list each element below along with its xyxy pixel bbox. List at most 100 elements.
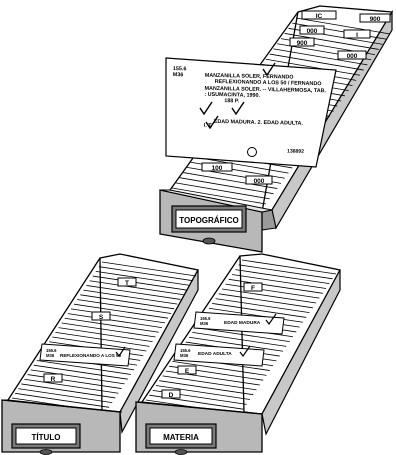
card-edge-line bbox=[175, 182, 270, 200]
card-edge-line bbox=[179, 177, 274, 195]
card-edge-line bbox=[58, 327, 153, 343]
title-card-call-1: 155.6 bbox=[46, 348, 57, 353]
tab-t-label: T bbox=[125, 280, 129, 287]
card-edge-line bbox=[67, 313, 162, 328]
card-edge-line bbox=[86, 285, 181, 300]
card-edge-line bbox=[172, 360, 267, 376]
card-edge-line bbox=[232, 274, 327, 289]
card-edge-line bbox=[195, 327, 290, 342]
tab-000-a-label: 000 bbox=[307, 28, 318, 35]
card-subjects-line: EDAD MADURA. 2. EDAD ADULTA. bbox=[214, 119, 304, 127]
tab-e: E bbox=[177, 365, 197, 375]
check-icon bbox=[205, 115, 219, 130]
tab-000-c-label: 000 bbox=[254, 178, 265, 185]
label-holder-titulo: TÍTULO bbox=[11, 423, 81, 449]
tab-i-label: I bbox=[356, 32, 358, 39]
tab-s-label: S bbox=[99, 314, 104, 321]
card-edge-line bbox=[183, 172, 278, 189]
card-edge-line bbox=[21, 383, 116, 399]
card-edge-line bbox=[55, 331, 150, 347]
check-icon bbox=[115, 346, 126, 358]
card-edge-line bbox=[18, 388, 113, 404]
card-edge-line bbox=[208, 307, 303, 323]
card-author-line: MANZANILLA SOLER. -- VILLAHERMOSA, TAB. bbox=[204, 86, 326, 95]
title-card-call-2: M36 bbox=[46, 353, 55, 358]
subject-card-2-call-1: 155.6 bbox=[180, 348, 191, 353]
card-edge-line bbox=[269, 53, 364, 71]
drawer-titulo: T S 155.6 M36 REFLEXIONANDO A LOS 50 R T… bbox=[1, 253, 199, 455]
card-edge-line bbox=[212, 303, 307, 318]
card-call-number-2: M36 bbox=[173, 72, 184, 78]
tab-s: S bbox=[91, 311, 111, 321]
tab-100-label: 100 bbox=[212, 165, 223, 172]
card-edge-line bbox=[235, 269, 330, 285]
card-edge-line bbox=[27, 374, 122, 389]
card-edge-line bbox=[52, 336, 147, 352]
card-stack bbox=[11, 261, 197, 413]
drawer-label-titulo: TÍTULO bbox=[32, 433, 61, 442]
card-edge-line bbox=[77, 299, 172, 314]
card-edge-line bbox=[215, 298, 310, 314]
card-edge-line bbox=[33, 364, 128, 380]
check-icon bbox=[265, 313, 277, 326]
title-card: 155.6 M36 REFLEXIONANDO A LOS 50 bbox=[39, 343, 131, 367]
tab-000-b-label: 000 bbox=[347, 53, 358, 60]
tab-f-label: F bbox=[251, 285, 255, 292]
card-edge-line bbox=[228, 278, 323, 294]
card-edge-line bbox=[89, 280, 184, 296]
subject-card-1-call-2: M36 bbox=[200, 321, 209, 326]
drawer-label-materia: MATERIA bbox=[163, 433, 199, 442]
card-edge-line bbox=[24, 378, 119, 394]
tab-900-top: 900 bbox=[359, 13, 391, 23]
card-call-number-1: 155.6 bbox=[173, 66, 187, 72]
drawer-pull-topografico bbox=[202, 237, 216, 245]
subject-card-edad-adulta: 155.6 M36 EDAD ADULTA bbox=[173, 343, 265, 367]
card-rod-hole bbox=[247, 147, 257, 157]
card-number: 138892 bbox=[287, 148, 304, 154]
card-edge-line bbox=[188, 336, 284, 352]
card-edge-line bbox=[284, 33, 379, 50]
card-edge-line bbox=[162, 375, 257, 391]
card-edge-line bbox=[265, 58, 361, 76]
card-title-line: REFLEXIONANDO A LOS 50 / FERNANDO bbox=[215, 79, 322, 87]
card-edge-line bbox=[95, 270, 190, 286]
subject-card-edad-madura: 155.6 M36 EDAD MADURA bbox=[193, 311, 285, 335]
check-icon bbox=[231, 101, 245, 116]
tab-900-b-label: 900 bbox=[297, 40, 308, 47]
card-edge-line bbox=[155, 385, 250, 400]
card-edge-line bbox=[30, 369, 125, 385]
tab-e-label: E bbox=[185, 368, 190, 375]
tab-r: R bbox=[43, 373, 63, 383]
subject-card-1-heading: EDAD MADURA bbox=[224, 320, 261, 326]
card-edge-line bbox=[61, 322, 156, 338]
card-pages-line: 188 P. bbox=[224, 98, 240, 104]
card-edge-line bbox=[92, 275, 187, 291]
tab-000-b: 000 bbox=[337, 50, 367, 60]
card-edge-line bbox=[192, 332, 287, 347]
card-edge-line bbox=[74, 303, 169, 319]
card-edge-line bbox=[222, 288, 317, 304]
subject-card-2-heading: EDAD ADULTA bbox=[198, 351, 232, 357]
tab-900-top-label: 900 bbox=[370, 16, 381, 23]
card-edge-line bbox=[83, 289, 178, 305]
card-edge-line bbox=[241, 259, 337, 275]
drawer-pull-materia bbox=[174, 449, 188, 455]
drawer-pull-titulo bbox=[39, 449, 53, 455]
tab-ic: IC bbox=[301, 10, 337, 20]
subject-card-1-call-1: 155.6 bbox=[200, 316, 211, 321]
card-edge-line bbox=[273, 48, 368, 66]
subject-card-2-call-2: M36 bbox=[180, 353, 189, 358]
card-edge-line bbox=[238, 264, 333, 280]
drawer-materia: F 155.6 M36 EDAD MADURA 155.6 M36 EDAD A… bbox=[135, 253, 341, 455]
card-edge-line bbox=[225, 283, 320, 299]
tab-d: D bbox=[161, 389, 181, 399]
check-icon bbox=[262, 62, 276, 77]
card-edge-line bbox=[80, 294, 175, 310]
catalog-card: 155.6 M36 MANZANILLA SOLER, FERNANDO REF… bbox=[165, 57, 337, 168]
tab-000-a: 000 bbox=[299, 25, 325, 35]
card-author-heading: MANZANILLA SOLER, FERNANDO bbox=[205, 73, 294, 81]
tab-100: 100 bbox=[201, 162, 233, 172]
tab-r-label: R bbox=[51, 376, 56, 383]
label-holder-topografico: TOPOGRÁFICO bbox=[171, 205, 247, 233]
